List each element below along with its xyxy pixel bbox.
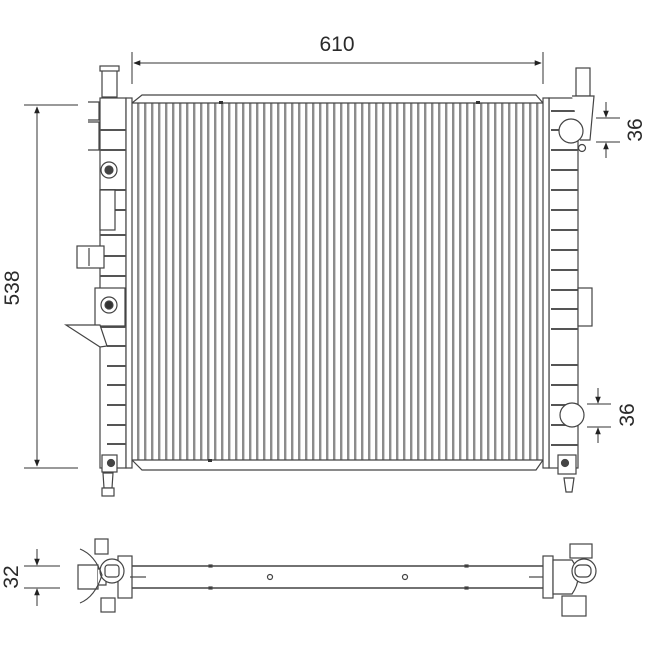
height-label: 538 (1, 270, 24, 305)
thickness-dimension: 32 (0, 549, 60, 606)
thickness-label: 32 (0, 565, 23, 588)
width-dimension: 610 (131, 33, 544, 84)
right-side-tank (542, 67, 595, 493)
width-label: 610 (319, 33, 354, 56)
radiator-core (130, 94, 545, 471)
top-view (77, 538, 597, 617)
height-dimension: 538 (1, 104, 78, 469)
left-side-tank (63, 65, 133, 497)
lower-connection-label: 36 (616, 403, 639, 426)
lower-connection-dimension: 36 (587, 388, 639, 443)
upper-connection-dimension: 36 (596, 102, 647, 158)
upper-connection-label: 36 (624, 118, 647, 141)
